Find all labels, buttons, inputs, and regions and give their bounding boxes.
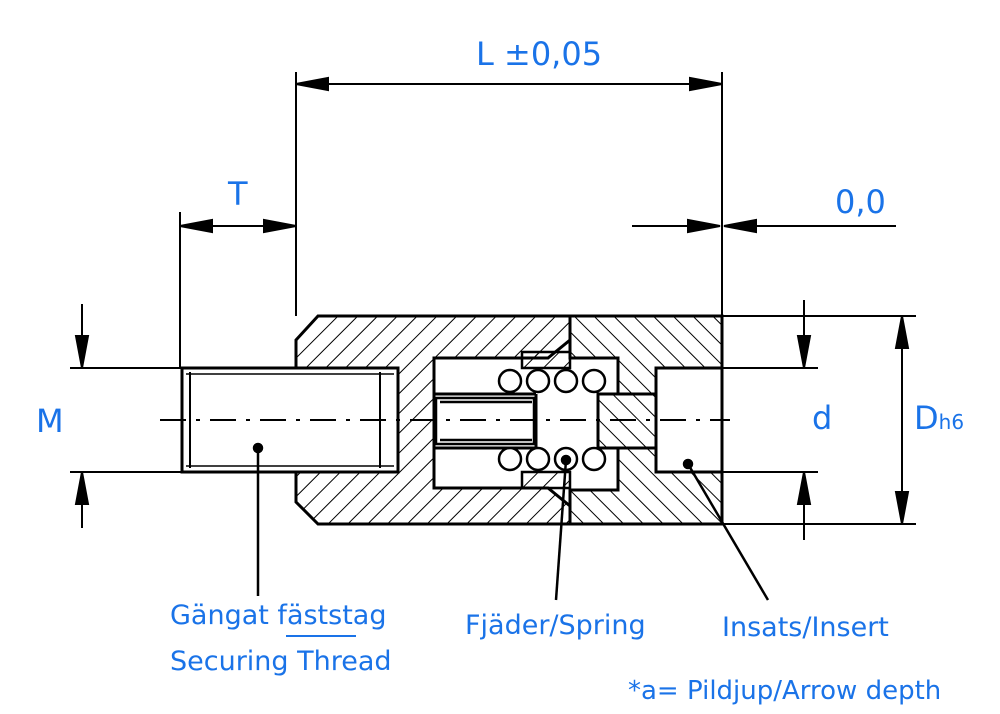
label-divider (286, 635, 356, 637)
arrow-depth-note: *a= Pildjup/Arrow depth (628, 676, 942, 706)
inner-diameter-label: d (812, 399, 833, 437)
length-label: L ±0,05 (476, 35, 603, 73)
spring-seat (520, 350, 572, 490)
outer-diameter-tolerance: h6 (938, 410, 965, 434)
dimension-L (295, 72, 723, 316)
dimension-offset (632, 218, 896, 234)
insert-label: Insats/Insert (722, 612, 889, 643)
leader-lines (252, 442, 770, 601)
dimension-T (179, 212, 297, 368)
outer-diameter-symbol: D (914, 399, 939, 437)
securing-thread-label-sv: Gängat fäststag (170, 600, 387, 631)
securing-thread-label-en: Securing Thread (170, 646, 392, 677)
outer-diameter-label: Dh6 (914, 402, 964, 434)
thread-length-label: T (228, 175, 248, 213)
spring-coils (497, 368, 607, 472)
dimension-d (722, 300, 818, 540)
offset-label: 0,0 (835, 183, 886, 221)
dimension-M (70, 304, 182, 528)
spring-label: Fjäder/Spring (465, 610, 646, 641)
dimension-D (722, 315, 916, 525)
thread-diameter-label: M (36, 402, 64, 440)
